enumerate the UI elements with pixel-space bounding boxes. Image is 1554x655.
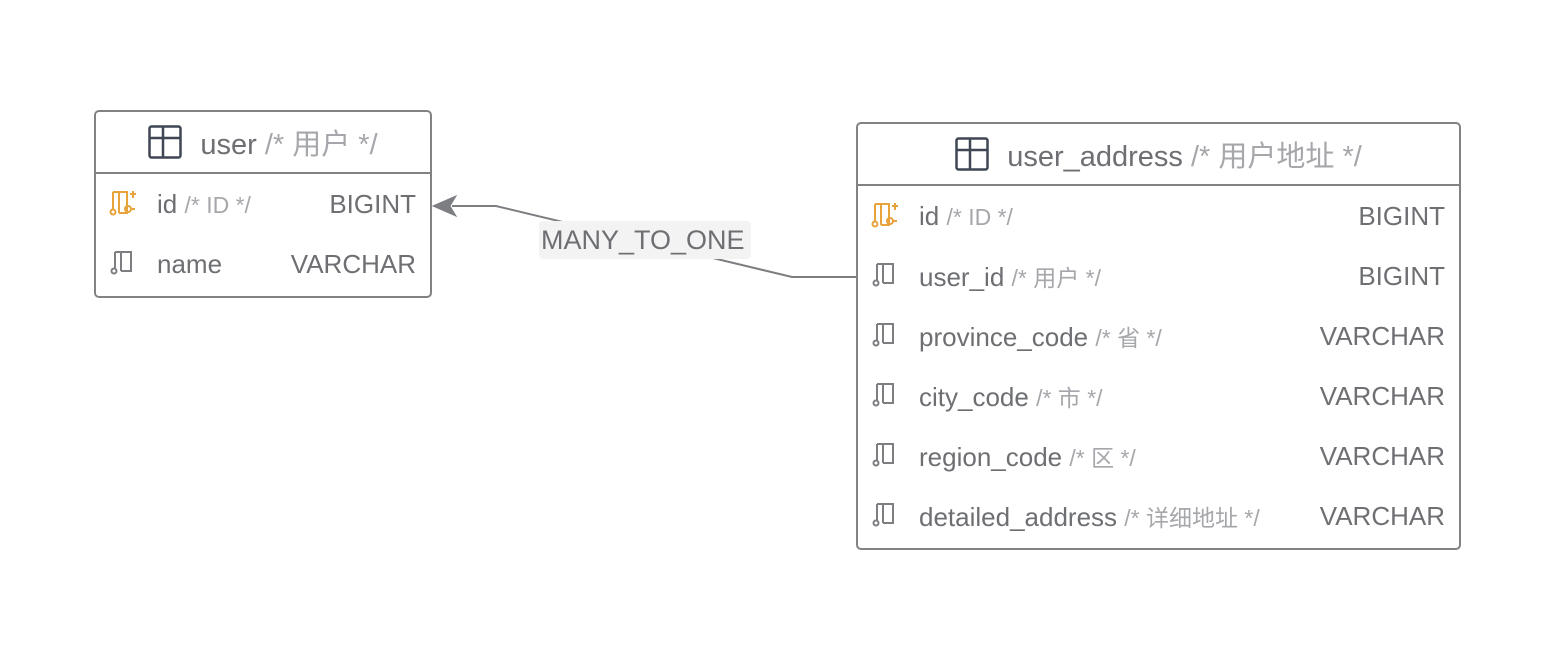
column-row[interactable]: id /* ID */ BIGINT xyxy=(858,186,1459,246)
relation-arrowhead xyxy=(431,194,458,218)
table-name: user xyxy=(200,129,257,161)
table-icon xyxy=(955,137,989,171)
table-user[interactable]: user /* 用户 */ id /* ID */ BIGINT xyxy=(94,110,432,298)
column-row[interactable]: region_code /* 区 */ VARCHAR xyxy=(858,426,1459,486)
column-name: province_code xyxy=(919,322,1089,352)
column-type: VARCHAR xyxy=(1319,440,1445,471)
column-icon xyxy=(872,443,894,467)
column-name: id xyxy=(919,200,940,231)
relation-label[interactable]: MANY_TO_ONE xyxy=(539,221,751,259)
table-header[interactable]: user_address /* 用户地址 */ xyxy=(858,124,1459,186)
column-row[interactable]: detailed_address /* 详细地址 */ VARCHAR xyxy=(858,486,1459,546)
column-name: name xyxy=(157,248,223,279)
column-comment: /* ID */ xyxy=(946,203,1013,230)
column-type: BIGINT xyxy=(329,188,416,219)
primary-key-icon xyxy=(109,191,136,216)
column-comment: /* 区 */ xyxy=(1069,445,1136,471)
column-comment: /* 省 */ xyxy=(1095,325,1162,351)
column-type: VARCHAR xyxy=(1319,380,1445,411)
column-type: BIGINT xyxy=(1358,200,1445,231)
table-comment: /* 用户地址 */ xyxy=(1190,141,1362,173)
column-type: VARCHAR xyxy=(290,248,416,279)
column-name: detailed_address xyxy=(919,502,1118,532)
table-user-address[interactable]: user_address /* 用户地址 */ id /* ID */ BIGI… xyxy=(856,122,1461,550)
column-type: BIGINT xyxy=(1358,260,1445,291)
table-name: user_address xyxy=(1007,141,1183,173)
table-icon xyxy=(148,125,183,159)
column-type: VARCHAR xyxy=(1319,320,1445,351)
column-icon xyxy=(872,503,894,527)
table-header[interactable]: user /* 用户 */ xyxy=(96,112,430,174)
column-name: id xyxy=(157,188,178,219)
column-comment: /* 用户 */ xyxy=(1011,265,1101,291)
column-row[interactable]: id /* ID */ BIGINT xyxy=(96,174,430,234)
column-row[interactable]: user_id /* 用户 */ BIGINT xyxy=(858,246,1459,306)
column-type: VARCHAR xyxy=(1319,500,1445,531)
column-icon xyxy=(872,263,894,287)
primary-key-icon xyxy=(871,203,898,228)
column-icon xyxy=(110,251,132,275)
column-comment: /* 市 */ xyxy=(1036,385,1103,411)
column-comment: /* ID */ xyxy=(184,191,251,218)
column-row[interactable]: city_code /* 市 */ VARCHAR xyxy=(858,366,1459,426)
table-comment: /* 用户 */ xyxy=(264,129,378,161)
column-name: user_id xyxy=(919,262,1005,292)
column-row[interactable]: name VARCHAR xyxy=(96,234,430,294)
column-name: city_code xyxy=(919,382,1029,412)
column-comment: /* 详细地址 */ xyxy=(1124,505,1260,531)
column-name: region_code xyxy=(919,442,1063,472)
column-row[interactable]: province_code /* 省 */ VARCHAR xyxy=(858,306,1459,366)
column-icon xyxy=(872,383,894,407)
column-icon xyxy=(872,323,894,347)
